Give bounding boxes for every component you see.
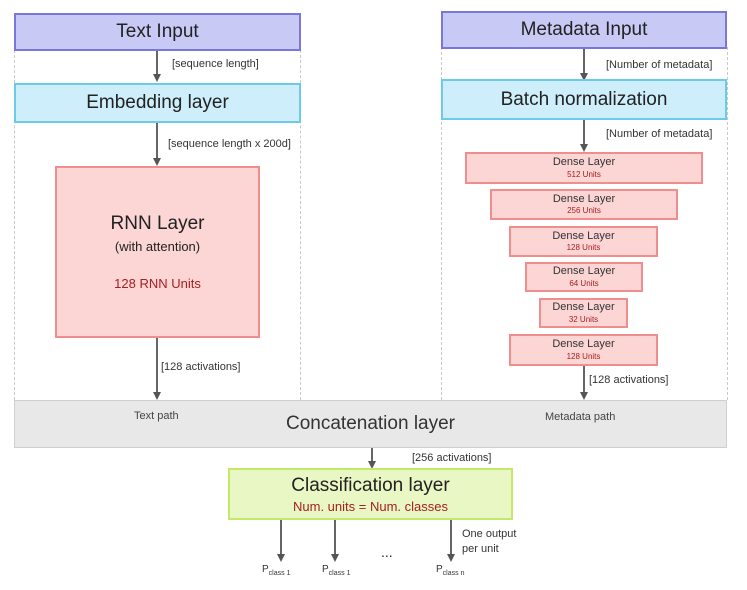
- dense-layer-box: Dense Layer 128 Units: [509, 334, 658, 366]
- classification-layer-box: Classification layer Num. units = Num. c…: [228, 468, 513, 520]
- rnn-layer-box: RNN Layer (with attention) 128 RNN Units: [55, 166, 260, 338]
- dense-layer-box: Dense Layer 128 Units: [509, 226, 658, 257]
- dim-sequence-length: [sequence length]: [172, 58, 259, 70]
- embedding-layer-label: Embedding layer: [86, 92, 229, 113]
- rnn-units: 128 RNN Units: [114, 276, 201, 291]
- dense-layer-box: Dense Layer 64 Units: [525, 262, 643, 292]
- dim-embedding: [sequence length x 200d]: [168, 138, 291, 150]
- text-input-label: Text Input: [116, 21, 199, 42]
- concatenation-layer-label: Concatenation layer: [286, 413, 455, 434]
- dim-metadata-1: [Number of metadata]: [606, 59, 713, 71]
- dense-layer-label: Dense Layer: [552, 301, 615, 314]
- dense-layer-units: 128 Units: [566, 243, 601, 253]
- concatenation-layer-box: Concatenation layer: [14, 400, 727, 448]
- output-probability: Pclass n: [436, 564, 464, 577]
- probability-symbol: P: [322, 564, 329, 575]
- output-note-line2: per unit: [462, 543, 499, 555]
- metadata-input-label: Metadata Input: [520, 19, 648, 40]
- output-class-label: class 1: [268, 570, 291, 577]
- metadata-path-left-border: [441, 47, 442, 400]
- embedding-layer-box: Embedding layer: [14, 83, 301, 123]
- probability-symbol: P: [262, 564, 269, 575]
- dim-metadata-activations: [128 activations]: [589, 374, 669, 386]
- text-path-left-border: [14, 50, 15, 400]
- metadata-path-label: Metadata path: [545, 411, 616, 423]
- output-note-line1: One output: [462, 528, 517, 540]
- dense-layer-units: 64 Units: [569, 278, 599, 288]
- output-ellipsis: ...: [381, 544, 393, 560]
- output-class-label: class 1: [328, 570, 351, 577]
- text-input-box: Text Input: [14, 13, 301, 51]
- dense-layer-units: 128 Units: [566, 351, 601, 361]
- output-probability: Pclass 1: [262, 564, 290, 577]
- dense-layer-label: Dense Layer: [552, 338, 615, 351]
- dense-layer-label: Dense Layer: [552, 192, 616, 205]
- dense-layer-label: Dense Layer: [552, 265, 616, 278]
- dense-layer-label: Dense Layer: [552, 156, 616, 169]
- batch-normalization-label: Batch normalization: [500, 88, 668, 110]
- metadata-input-box: Metadata Input: [441, 11, 727, 49]
- rnn-layer-title: RNN Layer: [110, 213, 205, 234]
- dense-layer-label: Dense Layer: [552, 229, 615, 242]
- text-path-right-border: [300, 50, 301, 400]
- output-probability: Pclass 1: [322, 564, 350, 577]
- metadata-path-right-border: [727, 47, 728, 400]
- probability-symbol: P: [436, 564, 443, 575]
- classification-layer-label: Classification layer: [291, 474, 450, 496]
- dense-layer-units: 256 Units: [567, 206, 601, 216]
- output-class-label: class n: [442, 570, 465, 577]
- dim-metadata-2: [Number of metadata]: [606, 128, 713, 140]
- text-path-label: Text path: [134, 410, 179, 422]
- dense-layer-units: 512 Units: [567, 169, 601, 179]
- dense-layer-box: Dense Layer 512 Units: [465, 152, 703, 184]
- batch-normalization-box: Batch normalization: [441, 79, 727, 120]
- dense-layer-box: Dense Layer 256 Units: [490, 189, 678, 220]
- dense-layer-units: 32 Units: [568, 314, 599, 324]
- classification-units: Num. units = Num. classes: [293, 498, 448, 514]
- rnn-layer-subtitle: (with attention): [114, 239, 201, 254]
- dim-text-activations: [128 activations]: [161, 361, 241, 373]
- dense-layer-box: Dense Layer 32 Units: [539, 298, 628, 328]
- dim-concat-activations: [256 activations]: [412, 452, 492, 464]
